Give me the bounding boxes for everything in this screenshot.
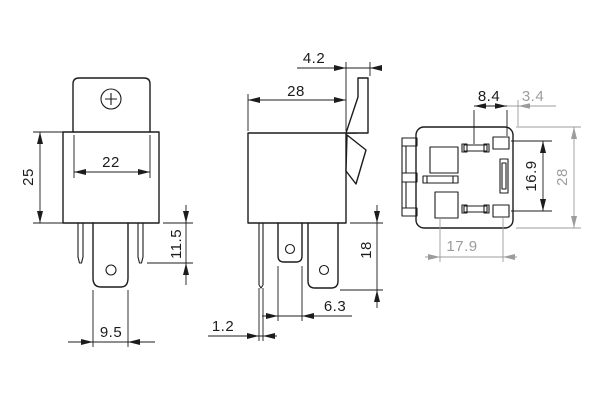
side-tab-upper [345,77,369,134]
dim-bottom-body-depth: 28 [554,168,571,186]
dim-bottom-slot-offset-x: 8.4 [478,88,500,105]
bottom-slot-right-vertical [499,158,509,194]
bottom-slot-left [422,175,459,184]
dim-side-tab-offset: 4.2 [303,50,325,67]
bottom-terminal-top-right [492,136,510,150]
side-view: 28 4.2 18 6.3 1.2 [208,50,383,341]
dim-bottom-edge-offset: 3.4 [522,88,544,105]
bottom-cavity-top-left [429,146,459,174]
side-pin-thin [258,223,264,289]
bottom-cavity-bottom-left [434,191,459,219]
dim-front-blade-width: 9.5 [100,324,122,341]
side-blade-wide-hole [318,264,330,276]
dim-side-terminal-length: 18 [358,241,375,259]
dim-side-body-depth: 28 [287,83,305,100]
front-tab-hole [100,88,122,110]
dim-front-tab-width: 22 [102,154,120,171]
bottom-tab-bracket [401,137,418,217]
front-view: 25 22 11.5 9.5 [20,77,193,347]
side-body [247,132,347,224]
bottom-view: 8.4 3.4 16.9 28 17.9 [401,88,581,262]
front-body [62,131,160,224]
dim-front-body-height: 25 [20,168,37,186]
bottom-terminal-bottom-right [492,204,510,218]
dim-bottom-slot-span-y: 16.9 [523,160,540,191]
bottom-body [415,126,514,229]
side-blade-medium-hole [284,243,296,255]
dim-bottom-slot-span-x: 17.9 [446,238,477,255]
front-blade [92,222,129,288]
front-mounting-tab [72,77,151,133]
front-tab-hole-cross [105,93,117,105]
dim-side-blade-width: 6.3 [324,298,346,315]
front-blade-hole [105,264,117,276]
bottom-slot-bottom-center [461,204,490,214]
side-blade-wide [307,222,339,289]
dim-side-pin-thickness: 1.2 [212,318,234,335]
front-pin-left [77,223,84,264]
side-blade-medium [277,222,303,263]
bottom-slot-top-center [461,143,490,153]
side-tab-lower [345,134,367,185]
front-pin-right [137,223,144,264]
dim-front-terminal-length: 11.5 [168,229,185,259]
